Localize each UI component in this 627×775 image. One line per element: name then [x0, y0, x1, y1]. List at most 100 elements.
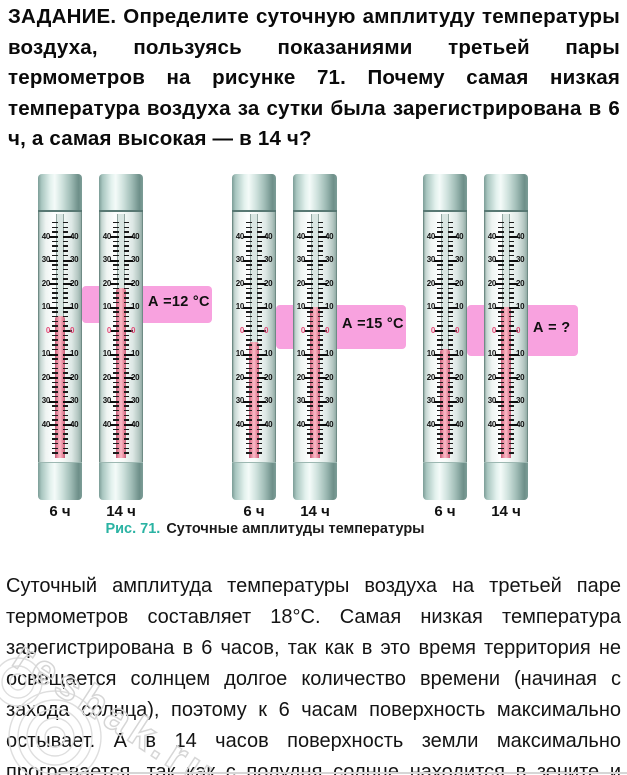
scale-tick: [447, 306, 457, 309]
scale-tick: [113, 240, 119, 243]
scale-number: 0: [491, 325, 496, 335]
scale-tick: [113, 268, 119, 271]
scale-tick: [256, 264, 262, 266]
scale-tick: [437, 325, 443, 327]
scale-tick: [62, 311, 68, 313]
scale-tick: [447, 287, 453, 290]
scale-tick: [317, 348, 323, 351]
scale-number: 0: [239, 325, 244, 335]
scale-tick: [437, 381, 443, 384]
scale-tick: [256, 344, 262, 346]
scale-tick: [62, 405, 68, 407]
scale-tick: [256, 358, 262, 360]
scale-tick: [123, 377, 133, 380]
scale-tick: [303, 330, 313, 333]
scale-tick: [508, 386, 514, 388]
scale-tick: [433, 424, 443, 427]
scale-tick: [246, 264, 252, 266]
scale-tick: [52, 320, 58, 323]
scale-tick: [317, 320, 323, 323]
scale-tick: [123, 330, 133, 333]
scale-tick: [62, 452, 68, 454]
scale-tick: [498, 278, 504, 280]
scale-tick: [433, 283, 443, 286]
scale-tick: [498, 438, 504, 440]
scale-tick: [317, 381, 323, 384]
scale-number: 40: [516, 419, 525, 429]
scale-tick: [246, 268, 252, 271]
scale-tick: [437, 301, 443, 304]
scale-number: 30: [426, 255, 436, 264]
scale-tick: [508, 240, 514, 243]
scale-tick: [447, 339, 453, 341]
scale-tick: [109, 330, 119, 333]
mercury-column: [440, 348, 450, 458]
scale-tick: [123, 452, 129, 454]
scale-tick: [447, 315, 453, 318]
scale-number: 10: [487, 302, 497, 311]
scale-tick: [447, 409, 453, 412]
mercury-column: [310, 306, 320, 458]
scale-tick: [113, 325, 119, 327]
scale-number: 10: [235, 349, 245, 358]
scale-tick: [246, 325, 252, 327]
scale-tick: [307, 221, 313, 224]
scale-number: 20: [296, 372, 306, 382]
mercury-column: [116, 287, 126, 458]
scale-tick: [123, 353, 133, 356]
scale-number: 20: [102, 278, 112, 288]
scale-tick: [52, 264, 58, 266]
scale-number: 0: [45, 325, 50, 335]
time-label: 14 ч: [300, 503, 330, 520]
scale-tick: [113, 334, 119, 337]
scale-tick: [123, 268, 129, 271]
scale-tick: [498, 428, 504, 431]
scale-tick: [62, 315, 68, 318]
scale-tick: [437, 419, 443, 421]
scale-tick: [317, 325, 323, 327]
scale-tick: [246, 452, 252, 454]
scale-tick: [437, 334, 443, 337]
scale-tick: [52, 301, 58, 304]
scale-tick: [123, 306, 133, 309]
scale-tick: [498, 447, 504, 449]
scale-tick: [62, 442, 68, 445]
scale-tick: [113, 438, 119, 440]
scale-tick: [62, 414, 68, 417]
scale-tick: [113, 278, 119, 280]
figure-caption-number: Рис. 71.: [105, 521, 161, 537]
scale-tick: [113, 409, 119, 412]
scale-tick: [307, 278, 313, 280]
scale-tick: [123, 428, 129, 431]
scale-tick: [62, 273, 68, 276]
scale-number: 40: [41, 231, 51, 241]
scale-number: 30: [487, 255, 497, 264]
scale-tick: [498, 381, 504, 384]
scale-number: 10: [264, 349, 273, 358]
scale-tick: [437, 339, 443, 341]
scale-tick: [307, 231, 313, 233]
scale-tick: [307, 301, 313, 304]
scale-tick: [307, 268, 313, 271]
scale-tick: [123, 348, 129, 351]
scale-tick: [62, 268, 68, 271]
scale-tick: [508, 419, 514, 421]
scale-tick: [123, 311, 129, 313]
scale-tick: [246, 334, 252, 337]
scale-tick: [256, 452, 262, 454]
thermometer-cap-bottom-icon: [99, 462, 143, 500]
scale-tick: [494, 400, 504, 403]
scale-number: 20: [235, 372, 245, 382]
scale-tick: [498, 405, 504, 407]
time-label: 6 ч: [243, 503, 265, 520]
scale-number: 40: [296, 231, 306, 241]
scale-tick: [109, 306, 119, 309]
scale-tick: [62, 372, 68, 374]
scale-tick: [62, 221, 68, 224]
scale-tick: [246, 348, 252, 351]
scale-tick: [256, 287, 262, 290]
scale-tick: [437, 315, 443, 318]
scale-tick: [52, 231, 58, 233]
scale-tick: [123, 301, 129, 304]
scale-tick: [123, 386, 129, 388]
